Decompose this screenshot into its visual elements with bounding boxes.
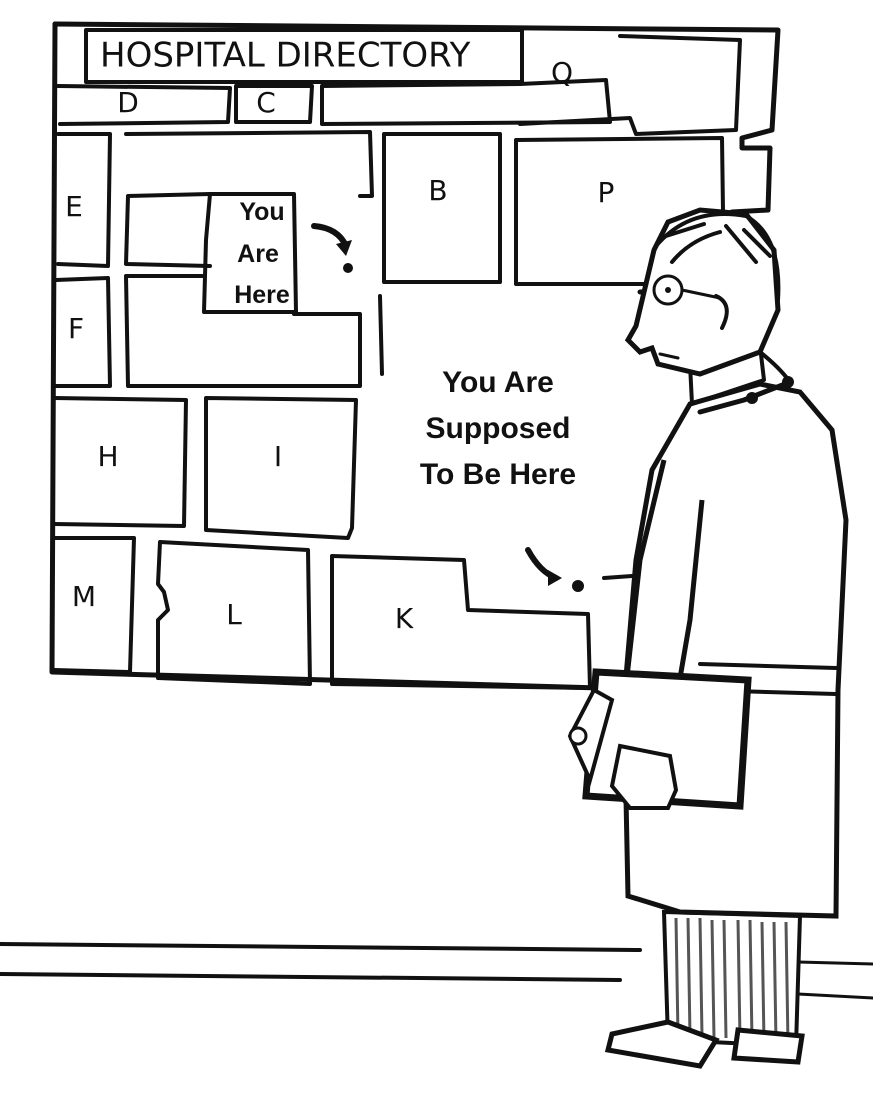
supposed-line-2: Supposed [425, 412, 570, 445]
coat-seam [698, 662, 838, 670]
directory-board: HOSPITAL DIRECTORY You Are Here [49, 21, 781, 691]
floor-baseboard [0, 942, 873, 1000]
supposed-to-be-here-label: You Are Supposed To Be Here [420, 366, 576, 491]
room-e-outline [56, 132, 112, 268]
room-l-outline [156, 540, 312, 686]
room-k-label: K [395, 602, 414, 635]
room-h-outline [52, 396, 188, 528]
room-i-outline [204, 396, 358, 540]
doctor-head [624, 207, 781, 377]
room-edge [602, 574, 634, 580]
you-are-here-line-1: You [239, 198, 284, 226]
stethoscope-icon [697, 350, 794, 415]
room-f-outline [54, 276, 112, 388]
room-p-label: P [598, 176, 615, 209]
room-l-label: L [226, 598, 242, 631]
you-are-here-line-3: Here [234, 281, 290, 309]
room-q-label: Q [551, 56, 573, 89]
directory-title-box: HOSPITAL DIRECTORY [84, 28, 524, 84]
doctor-neck [688, 344, 766, 406]
doctor-right-shoe [731, 1027, 805, 1065]
room-c-outline [234, 84, 314, 124]
room-h-label: H [97, 440, 118, 473]
room-d-outline [56, 84, 232, 126]
doctor-left-shoe [604, 1019, 720, 1069]
room-m-label: M [72, 580, 96, 613]
supposed-line-3: To Be Here [420, 458, 576, 491]
supposed-to-be-here-arrow [525, 547, 584, 592]
you-are-here-arrow [311, 223, 353, 273]
you-are-here-panel: You Are Here [202, 192, 298, 314]
supposed-line-1: You Are [442, 366, 554, 399]
room-b-outline [382, 132, 502, 284]
you-are-here-line-2: Are [237, 240, 279, 268]
room-m-outline [52, 536, 136, 674]
doctor-hand [609, 743, 679, 810]
room-k-outline [330, 554, 592, 690]
directory-title: HOSPITAL DIRECTORY [100, 36, 471, 76]
room-b-label: B [428, 174, 447, 207]
room-q-outline [320, 78, 612, 126]
room-c-label: C [256, 86, 276, 119]
room-q-extension [518, 34, 742, 136]
room-e-label: E [65, 190, 83, 223]
room-i-label: I [274, 440, 282, 473]
corridor-line [378, 294, 384, 376]
room-you-are-here-outline [124, 130, 374, 268]
room-f-label: F [68, 312, 84, 345]
room-middle-left-outline [124, 274, 362, 388]
doctor-figure [567, 207, 849, 1069]
room-d-label: D [117, 86, 139, 119]
